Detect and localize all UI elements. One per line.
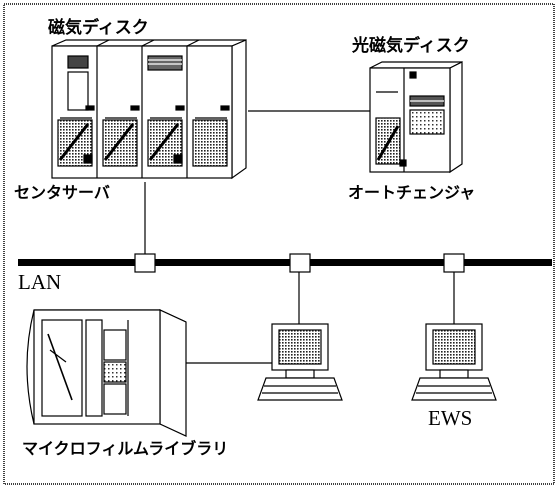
lan-node-server: [134, 253, 156, 273]
label-lan: LAN: [18, 270, 62, 294]
label-ews: EWS: [428, 406, 473, 430]
lan-node-ews1: [289, 253, 311, 273]
label-microfilm-library: マイクロフィルムライブラリ: [22, 439, 229, 458]
connection-lines: [144, 110, 455, 364]
label-magneto-optical-disk: 光磁気ディスク: [352, 36, 470, 56]
workstation-2-icon: [411, 323, 497, 401]
label-center-server: センタサーバ: [14, 183, 110, 202]
auto-changer-icon: [369, 61, 463, 174]
lan-node-ews2: [443, 253, 465, 273]
lan-bus: [18, 259, 552, 266]
label-magnetic-disk: 磁気ディスク: [48, 18, 149, 38]
label-auto-changer: オートチェンジャ: [348, 183, 476, 202]
microfilm-library-icon: [26, 309, 187, 437]
workstation-1-icon: [257, 323, 343, 401]
diagram-border: [3, 3, 555, 485]
center-server-icon: [51, 39, 247, 180]
